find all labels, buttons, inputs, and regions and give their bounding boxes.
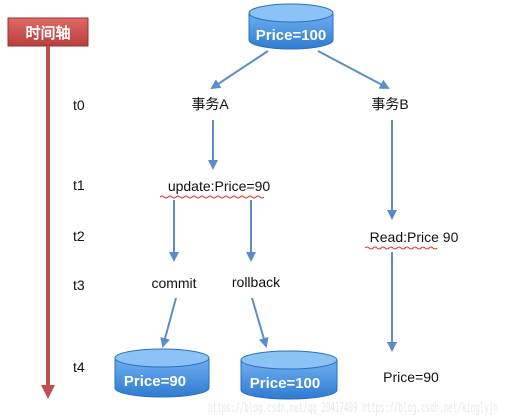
read-spellcheck-underline — [364, 246, 438, 250]
read-label: Read:Price 90 — [370, 229, 459, 245]
tick-t4: t4 — [73, 359, 85, 375]
timeline: 时间轴 — [7, 17, 89, 399]
db-top-label: Price=100 — [256, 27, 326, 44]
update-spellcheck-underline — [159, 195, 265, 199]
arrow-db-to-txa — [210, 50, 269, 90]
db-rollback: Price=100 — [240, 350, 338, 400]
timeline-label: 时间轴 — [25, 24, 70, 42]
update-label: update:Price=90 — [168, 178, 271, 194]
db-commit-label: Price=90 — [124, 373, 186, 390]
timeline-label-box — [7, 17, 89, 47]
rollback-label: rollback — [232, 274, 281, 290]
arrow-commit-to-db — [160, 297, 177, 348]
tick-t2: t2 — [73, 228, 85, 244]
db-top: Price=100 — [248, 3, 334, 50]
db-rollback-label: Price=100 — [250, 375, 320, 392]
tx-a-label: 事务A — [191, 96, 229, 112]
tx-b-label: 事务B — [371, 96, 408, 112]
arrow-db-to-txb — [317, 50, 390, 89]
arrow-rollback-to-db — [251, 297, 269, 348]
watermark: https://blog.csdn.net/qq_20417499 https:… — [208, 401, 498, 415]
db-commit: Price=90 — [114, 348, 210, 398]
tick-t0: t0 — [73, 97, 85, 113]
tick-t1: t1 — [73, 177, 85, 193]
b-result-label: Price=90 — [383, 369, 439, 385]
commit-label: commit — [151, 275, 196, 291]
tick-t3: t3 — [73, 277, 85, 293]
